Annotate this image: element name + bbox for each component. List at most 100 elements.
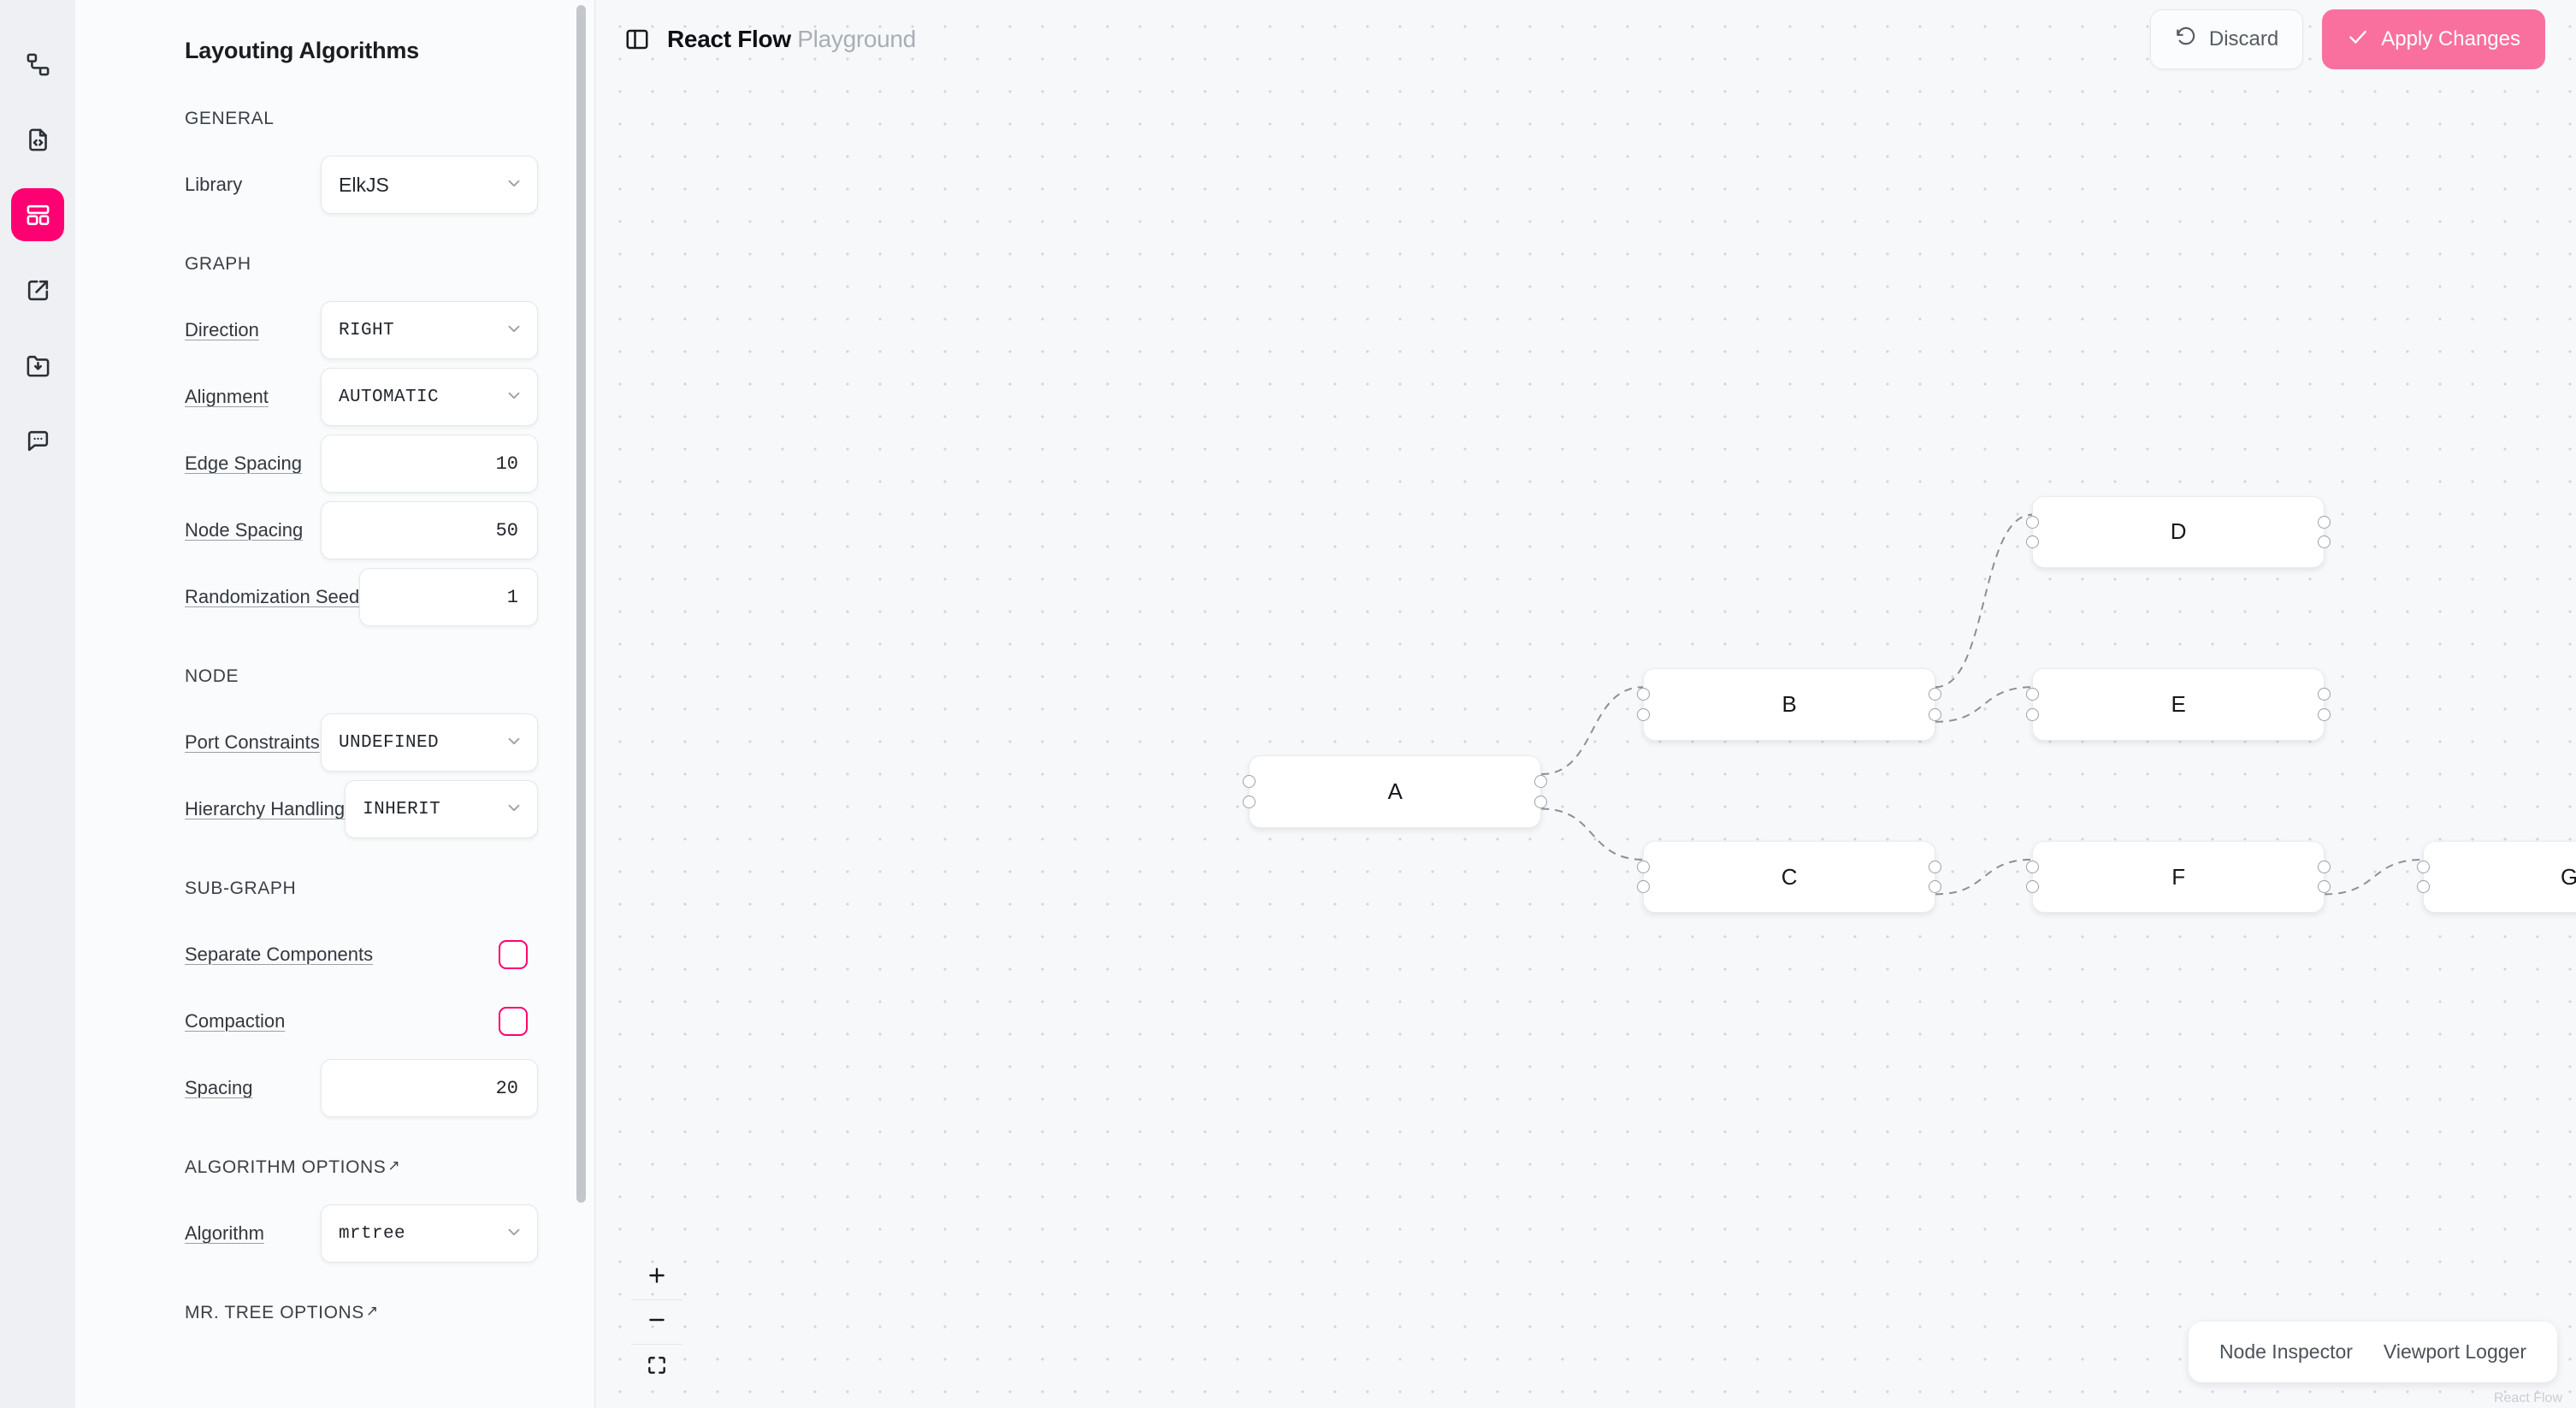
node-handle-target-bottom[interactable] (2417, 880, 2431, 894)
node-handle-target-top[interactable] (2417, 860, 2431, 873)
top-toolbar: React Flow Playground Discard (595, 0, 2576, 79)
setting-row-node-spacing: Node Spacing 50 (185, 497, 538, 564)
panel-toggle-icon[interactable] (624, 27, 650, 52)
apply-changes-label: Apply Changes (2381, 27, 2520, 50)
setting-label-library: Library (185, 174, 243, 195)
select-algorithm[interactable]: mrtree (321, 1204, 538, 1263)
setting-label-node-spacing: Node Spacing (185, 519, 304, 541)
zoom-in-button[interactable] (631, 1256, 682, 1300)
rail-item-code[interactable] (11, 113, 64, 166)
node-handle-source-top[interactable] (2318, 860, 2331, 873)
rail-item-download[interactable] (11, 339, 64, 392)
chat-bubble-icon (25, 428, 51, 454)
node-handle-target-bottom[interactable] (2026, 707, 2040, 721)
node-handle-target-top[interactable] (1243, 775, 1256, 789)
node-handle-source-bottom[interactable] (1929, 880, 1942, 894)
graph-edge-b-d[interactable] (1935, 513, 2033, 689)
viewport-logger-toggle[interactable]: Viewport Logger (2383, 1340, 2526, 1363)
select-direction[interactable]: RIGHT (321, 301, 538, 359)
rail-item-chat[interactable] (11, 414, 64, 467)
node-handle-target-bottom[interactable] (1637, 707, 1651, 721)
zoom-out-button[interactable] (631, 1300, 682, 1345)
node-handle-source-top[interactable] (2318, 688, 2331, 701)
graph-node-f[interactable]: F (2026, 840, 2331, 914)
fit-view-button[interactable] (631, 1345, 682, 1389)
graph-node-g[interactable]: G (2417, 840, 2576, 914)
brand: React Flow Playground (624, 26, 916, 53)
section-heading-mr-tree-options[interactable]: MR. TREE OPTIONS↗ (185, 1303, 538, 1323)
section-gap (185, 630, 538, 666)
node-handle-target-top[interactable] (1637, 860, 1651, 873)
node-handle-source-top[interactable] (2318, 515, 2331, 529)
graph-edge-c-f[interactable] (1935, 858, 2033, 896)
graph-edge-a-b[interactable] (1541, 686, 1644, 776)
section-gap (185, 843, 538, 879)
check-icon (2347, 26, 2369, 54)
section-gap (185, 1121, 538, 1157)
rail-item-graph[interactable] (11, 38, 64, 91)
undo-icon (2175, 26, 2197, 54)
graph-edge-a-c[interactable] (1541, 808, 1644, 861)
settings-sections: GENERAL Library ElkJS GRAPH Direction RIGHT Al… (185, 109, 538, 1381)
graph-node-d[interactable]: D (2026, 495, 2331, 569)
number-input-node-spacing[interactable]: 50 (321, 501, 538, 559)
node-handle-target-top[interactable] (2026, 688, 2040, 701)
node-handle-target-top[interactable] (2026, 515, 2040, 529)
discard-button[interactable]: Discard (2149, 9, 2304, 69)
node-handle-source-bottom[interactable] (1534, 795, 1548, 808)
node-handle-source-top[interactable] (1534, 775, 1548, 789)
graph-edge-b-e[interactable] (1935, 686, 2033, 723)
select-library[interactable]: ElkJS (321, 156, 538, 214)
graph-node-e[interactable]: E (2026, 668, 2331, 741)
section-heading-label: GENERAL (185, 109, 275, 128)
node-label: F (2171, 863, 2186, 890)
select-direction-value: RIGHT (339, 320, 395, 340)
select-hierarchy-handling[interactable]: INHERIT (345, 780, 538, 838)
node-handle-source-bottom[interactable] (2318, 707, 2331, 721)
node-label: D (2170, 518, 2187, 545)
node-handle-target-bottom[interactable] (1637, 880, 1651, 894)
number-input-randomization-seed[interactable]: 1 (359, 568, 538, 626)
node-handle-source-top[interactable] (1929, 688, 1942, 701)
apply-changes-button[interactable]: Apply Changes (2322, 9, 2545, 69)
node-handle-target-bottom[interactable] (2026, 535, 2040, 549)
select-port-constraints[interactable]: UNDEFINED (321, 713, 538, 772)
graph-edge-f-g[interactable] (2325, 858, 2424, 896)
panel-scrollbar[interactable] (576, 5, 586, 1203)
node-handle-source-bottom[interactable] (2318, 880, 2331, 894)
rail-item-layout[interactable] (11, 188, 64, 241)
node-label: B (1781, 691, 1797, 717)
setting-label-randomization-seed: Randomization Seed (185, 586, 360, 607)
node-handle-target-top[interactable] (2026, 860, 2040, 873)
rail-item-open-external[interactable] (11, 263, 64, 317)
icon-rail (0, 0, 75, 1408)
setting-label-direction: Direction (185, 319, 259, 340)
select-library-value: ElkJS (339, 173, 389, 196)
section-heading-sub-graph: SUB-GRAPH (185, 879, 538, 899)
checkbox-compaction[interactable] (499, 1007, 528, 1036)
chevron-down-icon (505, 1222, 523, 1245)
node-inspector-toggle[interactable]: Node Inspector (2219, 1340, 2353, 1363)
node-handle-source-top[interactable] (1929, 860, 1942, 873)
flow-canvas[interactable]: React Flow Playground Discard (595, 0, 2576, 1408)
graph-node-b[interactable]: B (1637, 668, 1942, 741)
node-handle-source-bottom[interactable] (1929, 707, 1942, 721)
external-link-icon: ↗ (365, 1303, 379, 1319)
number-input-spacing[interactable]: 20 (321, 1059, 538, 1117)
node-handle-target-bottom[interactable] (2026, 880, 2040, 894)
section-heading-algorithm-options[interactable]: ALGORITHM OPTIONS↗ (185, 1157, 538, 1178)
brand-subtitle: Playground (797, 26, 916, 52)
graph-node-a[interactable]: A (1243, 755, 1548, 828)
section-heading-label: GRAPH (185, 254, 251, 274)
chevron-down-icon (505, 731, 523, 754)
graph-node-c[interactable]: C (1637, 840, 1942, 914)
number-input-edge-spacing[interactable]: 10 (321, 435, 538, 493)
checkbox-separate-components[interactable] (499, 940, 528, 969)
node-handle-source-bottom[interactable] (2318, 535, 2331, 549)
select-alignment[interactable]: AUTOMATIC (321, 368, 538, 426)
node-handle-target-bottom[interactable] (1243, 795, 1256, 808)
node-handle-target-top[interactable] (1637, 688, 1651, 701)
